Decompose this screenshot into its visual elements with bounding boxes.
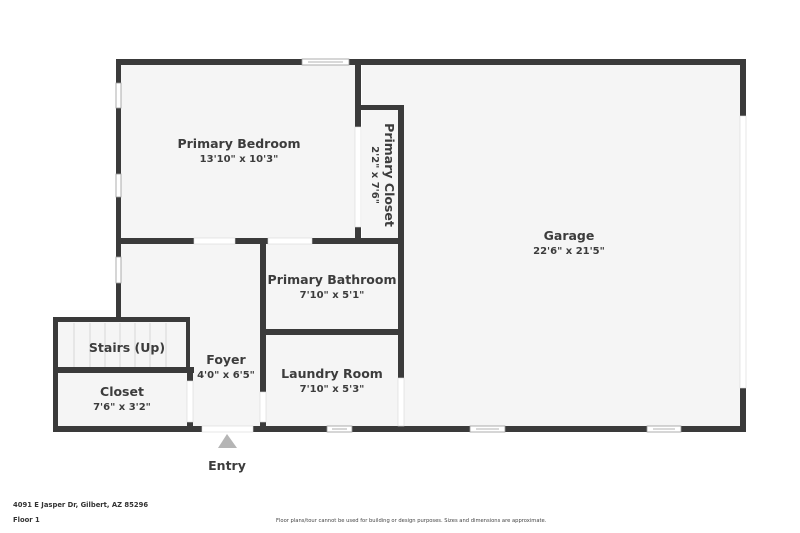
opening-bedroom-foyer (193, 237, 236, 245)
walls (53, 59, 746, 432)
disclaimer-text: Floor plans/tour cannot be used for buil… (276, 518, 547, 524)
room-name: Foyer (206, 352, 246, 367)
room-label-laundry-room: Laundry Room 7'10" x 5'3" (281, 366, 383, 395)
room-label-primary-bedroom: Primary Bedroom 13'10" x 10'3" (177, 136, 300, 165)
window-bedroom-left-1 (115, 82, 122, 109)
opening-foyer-laundry (259, 391, 267, 423)
garage-floor (362, 65, 742, 428)
room-label-foyer: Foyer 4'0" x 6'5" (197, 352, 255, 381)
opening-bedroom-closet (354, 126, 362, 228)
room-dimensions: 4'0" x 6'5" (197, 370, 255, 381)
room-label-primary-closet: Primary Closet 2'2" x 7'6" (369, 123, 397, 227)
windows (115, 58, 682, 433)
room-label-stairs: Stairs (Up) (89, 340, 165, 355)
entry-arrow-icon (218, 434, 237, 448)
room-dimensions: 7'10" x 5'1" (300, 290, 365, 301)
room-label-primary-bathroom: Primary Bathroom 7'10" x 5'1" (268, 272, 397, 301)
room-dimensions: 22'6" x 21'5" (533, 246, 605, 257)
room-name: Primary Bedroom (177, 136, 300, 151)
window-foyer-left (115, 256, 122, 284)
entry-door-opening (201, 425, 254, 433)
room-dimensions: 13'10" x 10'3" (200, 154, 279, 165)
room-name: Garage (544, 228, 595, 243)
stair-treads (73, 323, 167, 367)
garage-door-opening (739, 115, 747, 389)
room-name: Primary Closet (382, 123, 397, 227)
window-bedroom-left-2 (115, 173, 122, 198)
room-dimensions: 7'10" x 5'3" (300, 384, 365, 395)
opening-laundry-garage (397, 377, 405, 427)
room-label-garage: Garage 22'6" x 21'5" (533, 228, 605, 257)
door-openings (186, 115, 747, 433)
closet-floor (58, 373, 188, 428)
opening-bedroom-bath (267, 237, 313, 245)
room-name: Stairs (Up) (89, 340, 165, 355)
room-name: Closet (100, 384, 144, 399)
floor-label: Floor 1 (13, 516, 40, 524)
opening-foyer-closet (186, 380, 194, 423)
room-dimensions: 2'2" x 7'6" (369, 146, 380, 204)
room-label-closet: Closet 7'6" x 3'2" (93, 384, 151, 413)
primary-bathroom-floor (265, 243, 399, 330)
primary-bedroom-floor (121, 65, 358, 239)
room-name: Laundry Room (281, 366, 383, 381)
room-dimensions: 7'6" x 3'2" (93, 402, 151, 413)
laundry-room-floor (265, 335, 399, 428)
entry-label: Entry (208, 458, 246, 473)
property-address: 4091 E Jasper Dr, Gilbert, AZ 85296 (13, 501, 149, 509)
room-name: Primary Bathroom (268, 272, 397, 287)
